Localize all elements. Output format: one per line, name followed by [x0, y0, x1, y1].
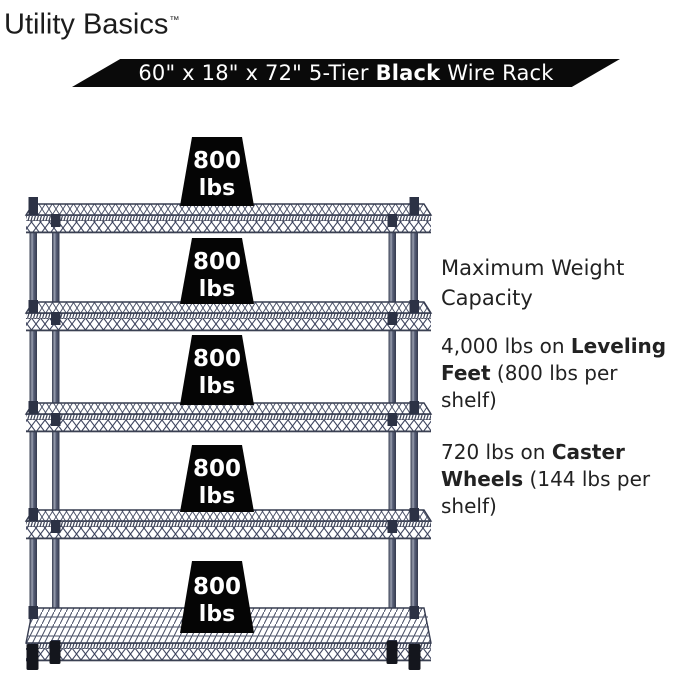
trademark-symbol: ™: [169, 15, 180, 26]
rack-shelf: [24, 301, 433, 332]
weight-unit: lbs: [199, 602, 235, 627]
weight-badge: 800 lbs: [180, 238, 254, 304]
weight-shape: [180, 335, 254, 405]
rack-illustration: 800 lbs 800 lbs 800 lbs 800 lbs 800 lbs: [24, 137, 433, 670]
weight-value: 800: [193, 148, 241, 174]
capacity-heading: Maximum Weight Capacity: [441, 253, 679, 313]
brand-name: Utility Basics: [4, 8, 169, 41]
weight-unit: lbs: [199, 176, 235, 201]
weight-badge: 800 lbs: [180, 445, 254, 512]
weight-badge: 800 lbs: [180, 561, 254, 633]
rack-shelf: [24, 509, 433, 540]
post-cap: [409, 197, 419, 205]
leveling-feet: [26, 641, 421, 670]
weight-value: 800: [193, 249, 241, 275]
post-cap: [28, 197, 38, 205]
weight-value: 800: [193, 574, 241, 600]
title-banner: 60" x 18" x 72" 5-Tier Black Wire Rack: [72, 59, 620, 87]
weight-shape: [180, 238, 254, 304]
weight-unit: lbs: [199, 277, 235, 302]
weight-shape: [180, 137, 254, 206]
capacity-info: Maximum Weight Capacity 4,000 lbs on Lev…: [441, 253, 679, 545]
rack-shelf: [24, 203, 433, 234]
weight-shape: [180, 561, 254, 633]
weight-badge: 800 lbs: [180, 137, 254, 206]
capacity-heading-line: Capacity: [441, 286, 533, 310]
weight-unit: lbs: [199, 484, 235, 509]
capacity-heading-line: Maximum Weight: [441, 256, 625, 280]
weight-value: 800: [193, 456, 241, 482]
weight-value: 800: [193, 346, 241, 372]
weight-shape: [180, 445, 254, 512]
brand-logo: Utility Basics™: [4, 4, 179, 42]
weight-badge: 800 lbs: [180, 335, 254, 405]
weight-unit: lbs: [199, 374, 235, 399]
rack-shelf: [24, 402, 433, 433]
